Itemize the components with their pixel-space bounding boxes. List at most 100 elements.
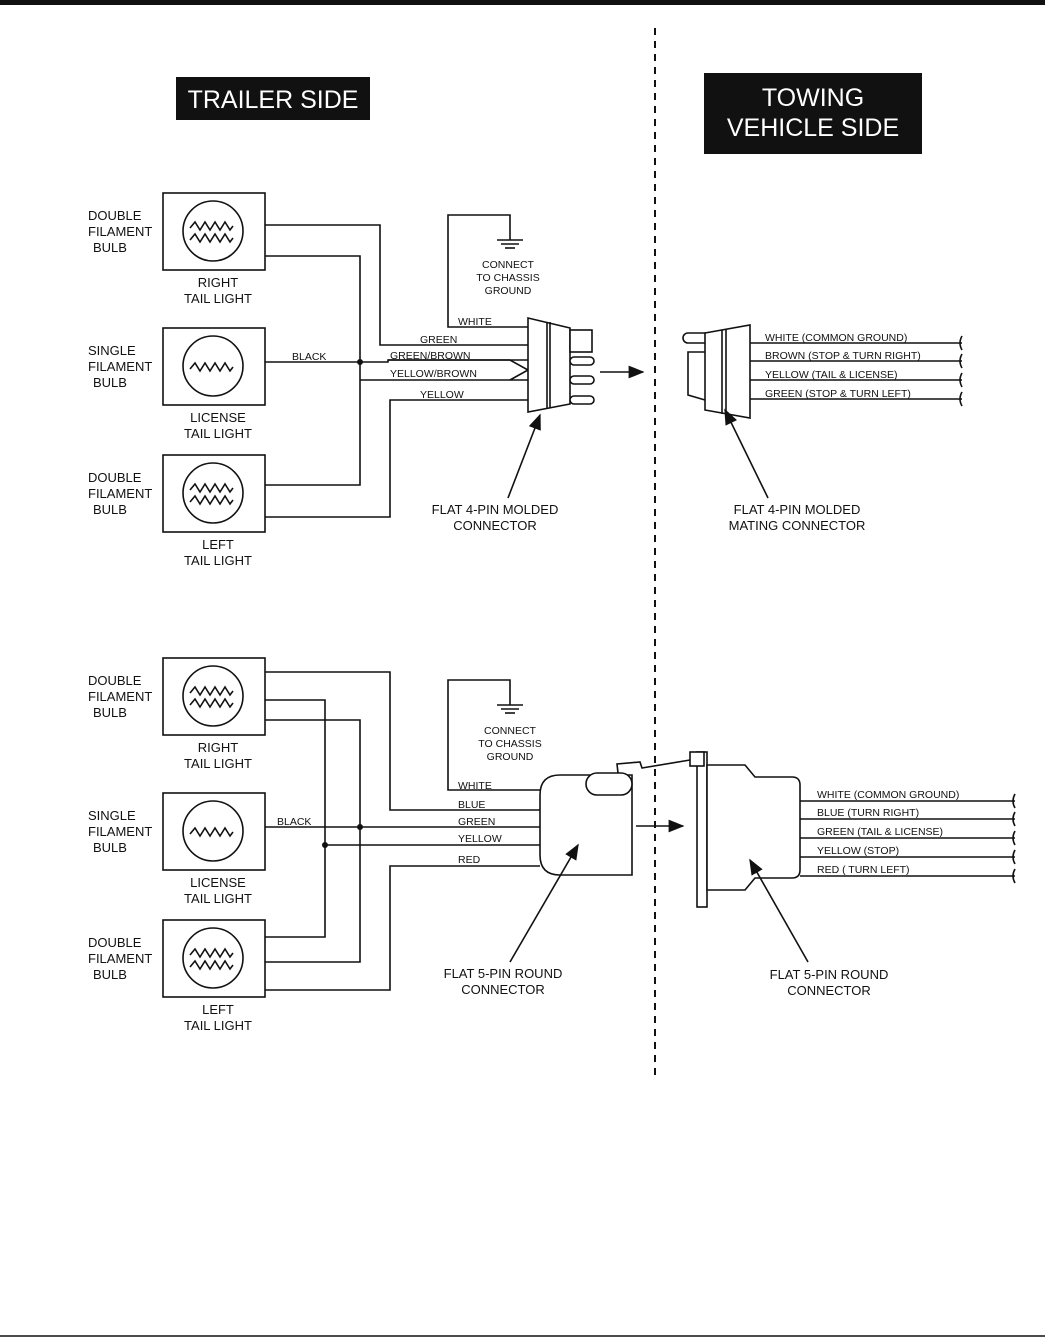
five-pin-mating-connector (689, 751, 801, 908)
tail-light-label: RIGHT (198, 275, 239, 290)
svg-text:YELLOW (TAIL & LICENSE): YELLOW (TAIL & LICENSE) (765, 369, 897, 381)
filament-icon (189, 494, 234, 506)
tail-light-label: TAIL LIGHT (184, 553, 252, 568)
svg-text:TRAILER SIDE: TRAILER SIDE (188, 86, 359, 114)
four-pin-wires (265, 214, 530, 518)
tail-light-label: LICENSE (190, 875, 246, 890)
ground-symbol (497, 239, 523, 249)
bulb-type-label: SINGLE (88, 808, 136, 823)
ground-label: CONNECT TO CHASSIS GROUND (476, 259, 539, 297)
svg-text:BLUE (TURN RIGHT): BLUE (TURN RIGHT) (817, 807, 919, 819)
svg-text:FLAT 5-PIN ROUND: FLAT 5-PIN ROUND (444, 966, 563, 981)
bulb-icon (182, 927, 244, 989)
bulb-type-label: DOUBLE (88, 470, 142, 485)
svg-text:RED: RED (458, 854, 481, 866)
svg-text:YELLOW (STOP): YELLOW (STOP) (817, 845, 899, 857)
svg-text:TOWING: TOWING (762, 84, 864, 112)
four-pin-vehicle-wires: WHITE (COMMON GROUND) BROWN (STOP & TURN… (750, 332, 963, 407)
tail-light-label: LEFT (202, 537, 234, 552)
svg-text:WHITE (COMMON GROUND): WHITE (COMMON GROUND) (817, 789, 959, 801)
svg-text:RED ( TURN LEFT): RED ( TURN LEFT) (817, 864, 910, 876)
four-pin-connector (527, 316, 595, 413)
svg-text:FLAT 5-PIN ROUND: FLAT 5-PIN ROUND (770, 967, 889, 982)
filament-icon (189, 232, 234, 244)
bulb-type-label: DOUBLE (88, 673, 142, 688)
filament-icon (189, 685, 234, 697)
filament-icon (189, 697, 234, 709)
pointer-arrow (507, 413, 541, 499)
svg-text:FLAT 4-PIN MOLDED: FLAT 4-PIN MOLDED (432, 502, 559, 517)
pointer-arrow (509, 843, 579, 963)
ground-label: CONNECT TO CHASSIS GROUND (478, 725, 541, 763)
svg-text:GREEN: GREEN (420, 334, 457, 346)
svg-text:YELLOW/BROWN: YELLOW/BROWN (390, 368, 477, 380)
bulb-type-label: BULB (93, 502, 127, 517)
bulb-type-label: BULB (93, 840, 127, 855)
top-bar (0, 0, 1045, 5)
towing-vehicle-side-header: TOWING VEHICLE SIDE (704, 73, 922, 154)
pointer-arrow (749, 858, 809, 963)
bulb-type-label: DOUBLE (88, 208, 142, 223)
svg-text:GREEN (STOP & TURN LEFT): GREEN (STOP & TURN LEFT) (765, 388, 911, 400)
svg-text:GROUND: GROUND (487, 751, 534, 763)
four-pin-connector-label: FLAT 4-PIN MOLDED CONNECTOR (432, 502, 559, 533)
svg-text:VEHICLE SIDE: VEHICLE SIDE (727, 114, 899, 142)
bulb-type-label: FILAMENT (88, 486, 152, 501)
svg-text:WHITE: WHITE (458, 780, 492, 792)
four-pin-mating-connector (682, 324, 751, 419)
bulb-type-label: BULB (93, 240, 127, 255)
four-pin-wire-labels: WHITE GREEN BLACK GREEN/BROWN YELLOW/BRO… (292, 316, 492, 401)
filament-icon (189, 947, 234, 959)
bulb-type-label: BULB (93, 375, 127, 390)
tail-light-label: LICENSE (190, 410, 246, 425)
svg-text:MATING CONNECTOR: MATING CONNECTOR (729, 518, 866, 533)
five-pin-wires (265, 671, 540, 991)
five-pin-vehicle-wires: WHITE (COMMON GROUND) BLUE (TURN RIGHT) … (800, 789, 1016, 884)
bulb-type-label: SINGLE (88, 343, 136, 358)
tail-light-label: TAIL LIGHT (184, 426, 252, 441)
bulb-type-label: BULB (93, 967, 127, 982)
svg-text:TO CHASSIS: TO CHASSIS (476, 272, 539, 284)
svg-text:GREEN: GREEN (458, 816, 495, 828)
bulb-icon (182, 335, 244, 397)
filament-icon (189, 220, 234, 232)
svg-text:YELLOW: YELLOW (458, 833, 502, 845)
svg-text:FLAT 4-PIN MOLDED: FLAT 4-PIN MOLDED (734, 502, 861, 517)
svg-text:CONNECT: CONNECT (484, 725, 537, 737)
svg-text:BROWN (STOP & TURN RIGHT): BROWN (STOP & TURN RIGHT) (765, 350, 921, 362)
filament-icon (189, 959, 234, 971)
bulb-type-label: BULB (93, 705, 127, 720)
svg-text:CONNECTOR: CONNECTOR (787, 983, 871, 998)
five-pin-connector (539, 759, 691, 876)
bulb-type-label: DOUBLE (88, 935, 142, 950)
svg-text:GREEN/BROWN: GREEN/BROWN (390, 350, 471, 362)
svg-text:WHITE: WHITE (458, 316, 492, 328)
filament-icon (189, 361, 234, 373)
svg-text:BLACK: BLACK (277, 816, 311, 828)
svg-text:CONNECTOR: CONNECTOR (461, 982, 545, 997)
tail-light-label: LEFT (202, 1002, 234, 1017)
svg-text:CONNECTOR: CONNECTOR (453, 518, 537, 533)
filament-icon (189, 826, 234, 838)
tail-light-label: TAIL LIGHT (184, 756, 252, 771)
bulb-type-label: FILAMENT (88, 951, 152, 966)
bulb-type-label: FILAMENT (88, 359, 152, 374)
tail-light-label: TAIL LIGHT (184, 291, 252, 306)
filament-icon (189, 482, 234, 494)
svg-text:WHITE (COMMON GROUND): WHITE (COMMON GROUND) (765, 332, 907, 344)
five-pin-connector-label: FLAT 5-PIN ROUND CONNECTOR (444, 966, 563, 997)
svg-text:CONNECT: CONNECT (482, 259, 535, 271)
svg-text:BLUE: BLUE (458, 799, 485, 811)
tail-light-label: TAIL LIGHT (184, 891, 252, 906)
five-pin-mating-label: FLAT 5-PIN ROUND CONNECTOR (770, 967, 889, 998)
bulb-icon (182, 800, 244, 862)
bulb-icon (182, 665, 244, 727)
four-pin-mating-label: FLAT 4-PIN MOLDED MATING CONNECTOR (729, 502, 866, 533)
